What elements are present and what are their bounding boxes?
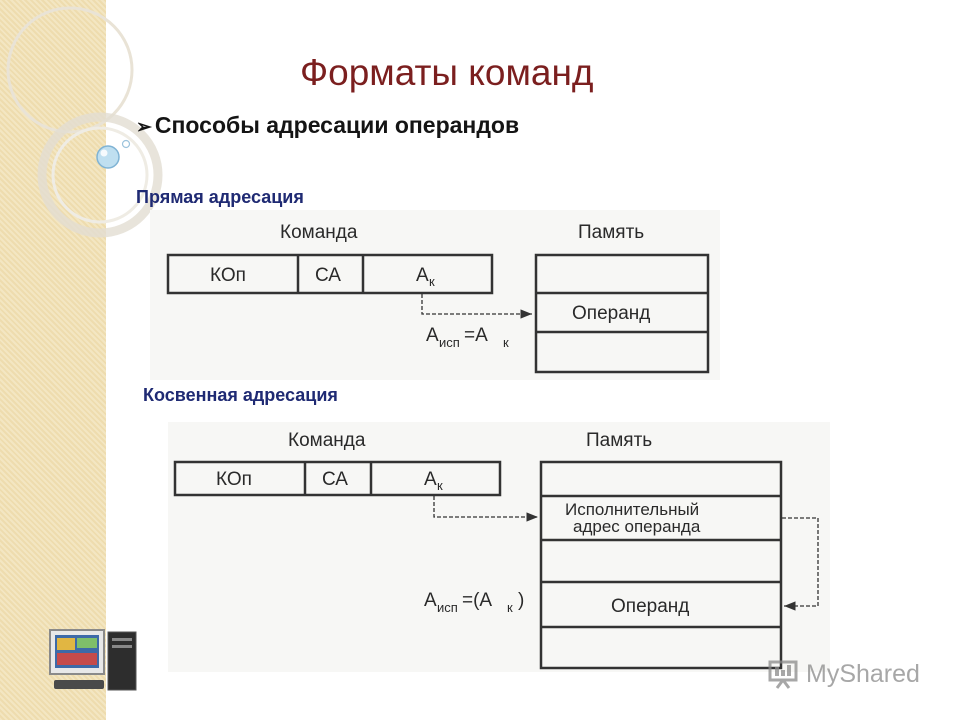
- bullet-arrow-icon: ➢: [136, 117, 152, 138]
- field-sa: СА: [322, 469, 348, 490]
- memory-exec-address-line1: Исполнительный: [565, 500, 699, 519]
- formula-sub2: к: [503, 335, 509, 350]
- formula-eq: =(А: [462, 590, 492, 611]
- command-label: Команда: [280, 222, 358, 243]
- presentation-screen-icon: [768, 660, 798, 689]
- subtitle-text: Способы адресации операндов: [154, 112, 520, 138]
- formula-sub2: к: [507, 600, 513, 615]
- decorative-circles: [6, 6, 163, 238]
- slide-title: Форматы команд: [300, 52, 594, 93]
- formula-sub: исп: [439, 335, 460, 350]
- field-a-main: А: [416, 265, 429, 286]
- direct-diagram-background: [150, 210, 720, 380]
- indirect-addressing-label: Косвенная адресация: [143, 385, 338, 405]
- field-kop: КОп: [216, 469, 252, 490]
- field-sa: СА: [315, 265, 341, 286]
- memory-box: [539, 460, 783, 670]
- indirect-return-arrow: [782, 517, 819, 611]
- memory-operand: Операнд: [611, 596, 689, 617]
- indirect-formula: А исп =(А к ): [424, 590, 524, 615]
- formula-close: ): [518, 590, 524, 611]
- direct-addressing-label: Прямая адресация: [136, 187, 304, 207]
- command-label: Команда: [288, 430, 366, 451]
- command-box: [166, 253, 494, 295]
- memory-exec-address-line2: адрес операнда: [573, 517, 701, 536]
- address-arrow: [421, 294, 532, 319]
- direct-formula: А исп =А к: [426, 325, 509, 350]
- memory-box: [534, 253, 710, 374]
- direct-addressing-diagram: Команда Память КОп СА А к Операнд А исп …: [166, 222, 710, 374]
- formula-main: А: [424, 590, 437, 611]
- indirect-addressing-diagram: Команда Память КОп СА А к Исполнительный…: [173, 430, 819, 670]
- formula-eq: =А: [464, 325, 488, 346]
- command-box: [173, 460, 502, 497]
- field-a-main: А: [424, 469, 437, 490]
- watermark: MyShared: [766, 656, 936, 692]
- field-kop: КОп: [210, 265, 246, 286]
- memory-label: Память: [586, 430, 652, 451]
- address-arrow: [433, 496, 538, 522]
- watermark-text: MyShared: [806, 659, 920, 688]
- field-a-sub: к: [437, 478, 443, 493]
- slide-subtitle: ➢Способы адресации операндов: [136, 112, 519, 139]
- formula-main: А: [426, 325, 439, 346]
- formula-sub: исп: [437, 600, 458, 615]
- field-a-sub: к: [429, 274, 435, 289]
- memory-operand: Операнд: [572, 303, 650, 324]
- desktop-computer-icon: [49, 629, 137, 691]
- memory-label: Память: [578, 222, 644, 243]
